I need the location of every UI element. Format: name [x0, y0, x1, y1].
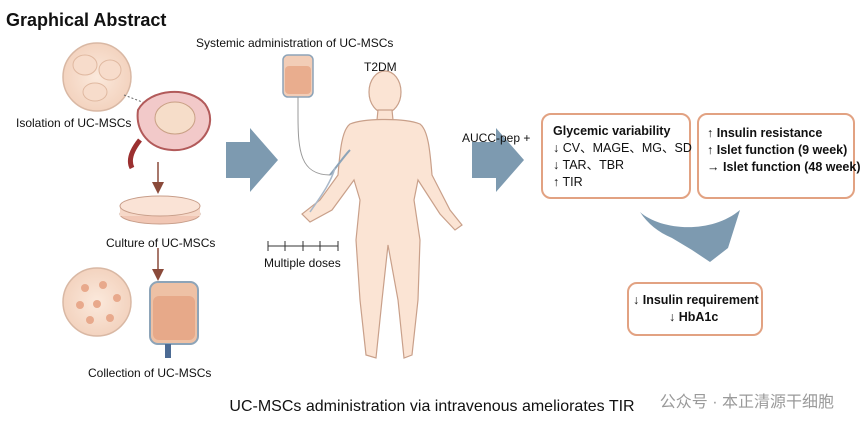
step-culture-label: Culture of UC-MSCs: [106, 236, 216, 250]
iv-tube-icon: [309, 149, 351, 213]
watermark: 公众号 · 本正清源干细胞: [659, 394, 834, 411]
right-arrow-1: [226, 128, 278, 192]
cell-culture-magnifier-icon: [62, 267, 132, 337]
step-collection-label: Collection of UC-MSCs: [88, 366, 212, 380]
cell-magnifier-icon: [62, 42, 151, 112]
glycemic-title: Glycemic variability: [553, 124, 671, 138]
step-isolation-label: Isolation of UC-MSCs: [16, 116, 132, 130]
glycemic-row-3: ↑ TIR: [553, 175, 583, 189]
outcome-row-1: ↓ Insulin requirement: [633, 293, 759, 307]
human-body-icon: [301, 70, 463, 359]
infusion-bag-icon: [149, 281, 199, 358]
insulin-row-2: ↑ Islet function (9 week): [707, 143, 848, 157]
figure-caption: UC-MSCs administration via intravenous a…: [229, 398, 635, 415]
systemic-administration-label: Systemic administration of UC-MSCs: [196, 36, 394, 50]
glycemic-row-2: ↓ TAR、TBR: [553, 158, 625, 172]
dose-timeline: [267, 241, 339, 251]
curved-arrow-down: [640, 210, 740, 262]
page-title: Graphical Abstract: [6, 10, 167, 30]
right-arrow-2: [472, 128, 524, 192]
outcome-row-2: ↓ HbA1c: [669, 310, 719, 324]
patient-label: T2DM: [364, 60, 397, 74]
petri-dish-icon: [119, 195, 201, 225]
glycemic-row-1: ↓ CV、MAGE、MG、SD: [553, 141, 692, 155]
multiple-doses-label: Multiple doses: [264, 256, 341, 270]
outcome-box: ↓ Insulin requirement ↓ HbA1c: [627, 282, 763, 336]
insulin-row-1: ↑ Insulin resistance: [707, 126, 823, 140]
treatment-label: AUCC-pep +: [462, 131, 531, 145]
glycemic-variability-box: Glycemic variability ↓ CV、MAGE、MG、SD ↓ T…: [541, 113, 692, 199]
fetus-icon: [127, 91, 212, 170]
insulin-function-box: ↑ Insulin resistance ↑ Islet function (9…: [697, 113, 861, 199]
iv-drip-bag-icon: [282, 54, 331, 176]
insulin-row-3: → Islet function (48 week): [707, 160, 861, 174]
